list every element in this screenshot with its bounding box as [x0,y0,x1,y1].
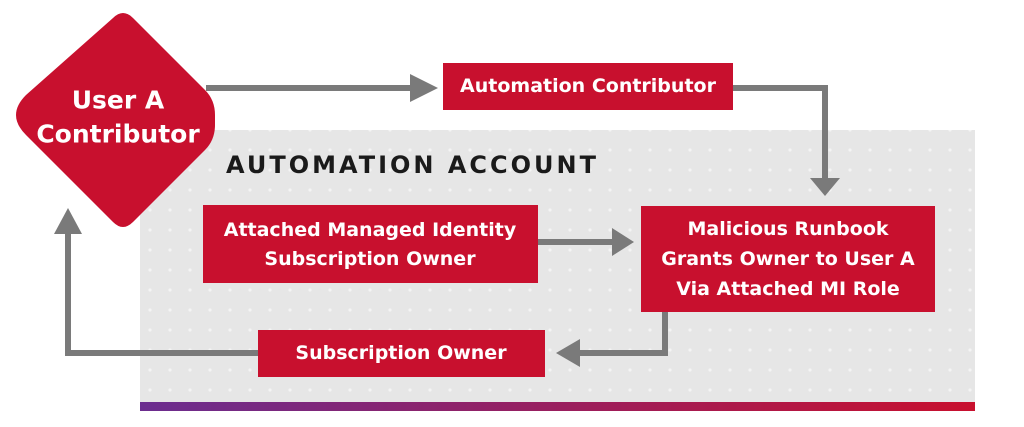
container-bottom-bar [140,402,975,411]
arrowhead-subscription-owner [556,339,580,367]
runbook-label-line3: Via Attached MI Role [676,278,900,300]
automation-contributor-box [443,63,733,110]
arrow-runbook-to-subscription-owner [578,312,668,356]
arrow-subscription-owner-to-user [65,232,258,356]
arrowhead-automation-contributor [410,74,438,102]
node-subscription-owner: Subscription Owner [258,330,545,377]
container-title: AUTOMATION ACCOUNT [226,151,599,179]
automation-contributor-label: Automation Contributor [460,75,717,97]
node-user-a: User A Contributor [16,13,215,227]
subscription-owner-label: Subscription Owner [295,342,507,364]
node-automation-contributor: Automation Contributor [443,63,733,110]
runbook-label-line2: Grants Owner to User A [661,248,915,270]
managed-identity-box [203,205,538,283]
runbook-label-line1: Malicious Runbook [687,218,888,240]
user-label-line2: Contributor [36,120,200,149]
arrowhead-user [54,208,82,234]
managed-identity-label-line2: Subscription Owner [264,248,476,270]
node-managed-identity: Attached Managed Identity Subscription O… [203,205,538,283]
subscription-owner-box [258,330,545,377]
runbook-box [641,206,935,312]
arrow-automation-contributor-to-runbook [733,85,828,180]
user-diamond-shape [16,13,215,227]
arrowhead-runbook-top [810,178,840,196]
connectors [65,85,828,356]
arrowheads [54,74,840,367]
arrowhead-runbook-left [612,228,634,256]
managed-identity-label-line1: Attached Managed Identity [224,219,517,241]
node-malicious-runbook: Malicious Runbook Grants Owner to User A… [641,206,935,312]
user-label-line1: User A [72,86,165,115]
